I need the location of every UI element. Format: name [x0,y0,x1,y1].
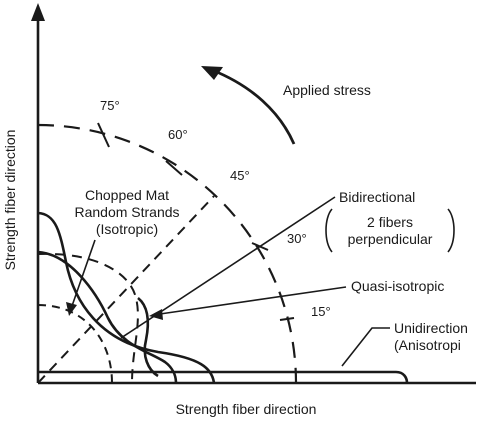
tick-60 [165,160,183,176]
large-dashed-arc [37,123,298,384]
unidirectional-curve [38,370,409,384]
bidirectional-paren-left [325,208,333,253]
diagonal-45-dashed-line [37,195,215,384]
bidirectional-paren-line1: 2 fibers [367,214,413,230]
quasi-isotropic-leader-arrowhead [149,309,163,320]
isotropic-lobe [137,296,159,378]
chopped-mat-leader-arrowhead [66,302,77,316]
unidirectional-leader [341,327,390,367]
small-dashed-arc [37,304,113,384]
angle-label-60: 60° [168,127,188,142]
quasi-isotropic-curve [37,250,178,384]
chopped-mat-label-line2: Random Strands [74,204,179,220]
angle-label-30: 30° [287,231,307,246]
y-axis-label: Strength fiber direction [2,130,18,271]
y-axis-arrowhead [31,3,45,21]
quasi-isotropic-label: Quasi-isotropic [351,278,444,294]
bidirectional-paren-line2: perpendicular [348,231,433,247]
applied-stress-label: Applied stress [283,82,371,98]
bidirectional-paren-right [447,208,455,253]
angle-label-75: 75° [100,98,120,113]
quasi-isotropic-leader [159,286,347,315]
tick-15 [279,317,295,321]
chopped-mat-label-line1: Chopped Mat [85,187,169,203]
angle-label-45: 45° [230,168,250,183]
unidirectional-label-line1: Unidirection [394,320,468,336]
unidirectional-label-line2: (Anisotropi [394,337,461,353]
chopped-mat-leader [71,239,96,307]
tick-75 [97,122,110,148]
chopped-mat-label-line3: (Isotropic) [96,221,158,237]
angle-label-15: 15° [311,304,331,319]
medium-dashed-arc [37,252,139,384]
applied-stress-arc [211,68,296,145]
applied-stress-arrowhead [201,66,223,80]
x-axis-label: Strength fiber direction [176,401,317,417]
bidirectional-title: Bidirectional [339,189,415,205]
bidirectional-curve [37,211,216,384]
